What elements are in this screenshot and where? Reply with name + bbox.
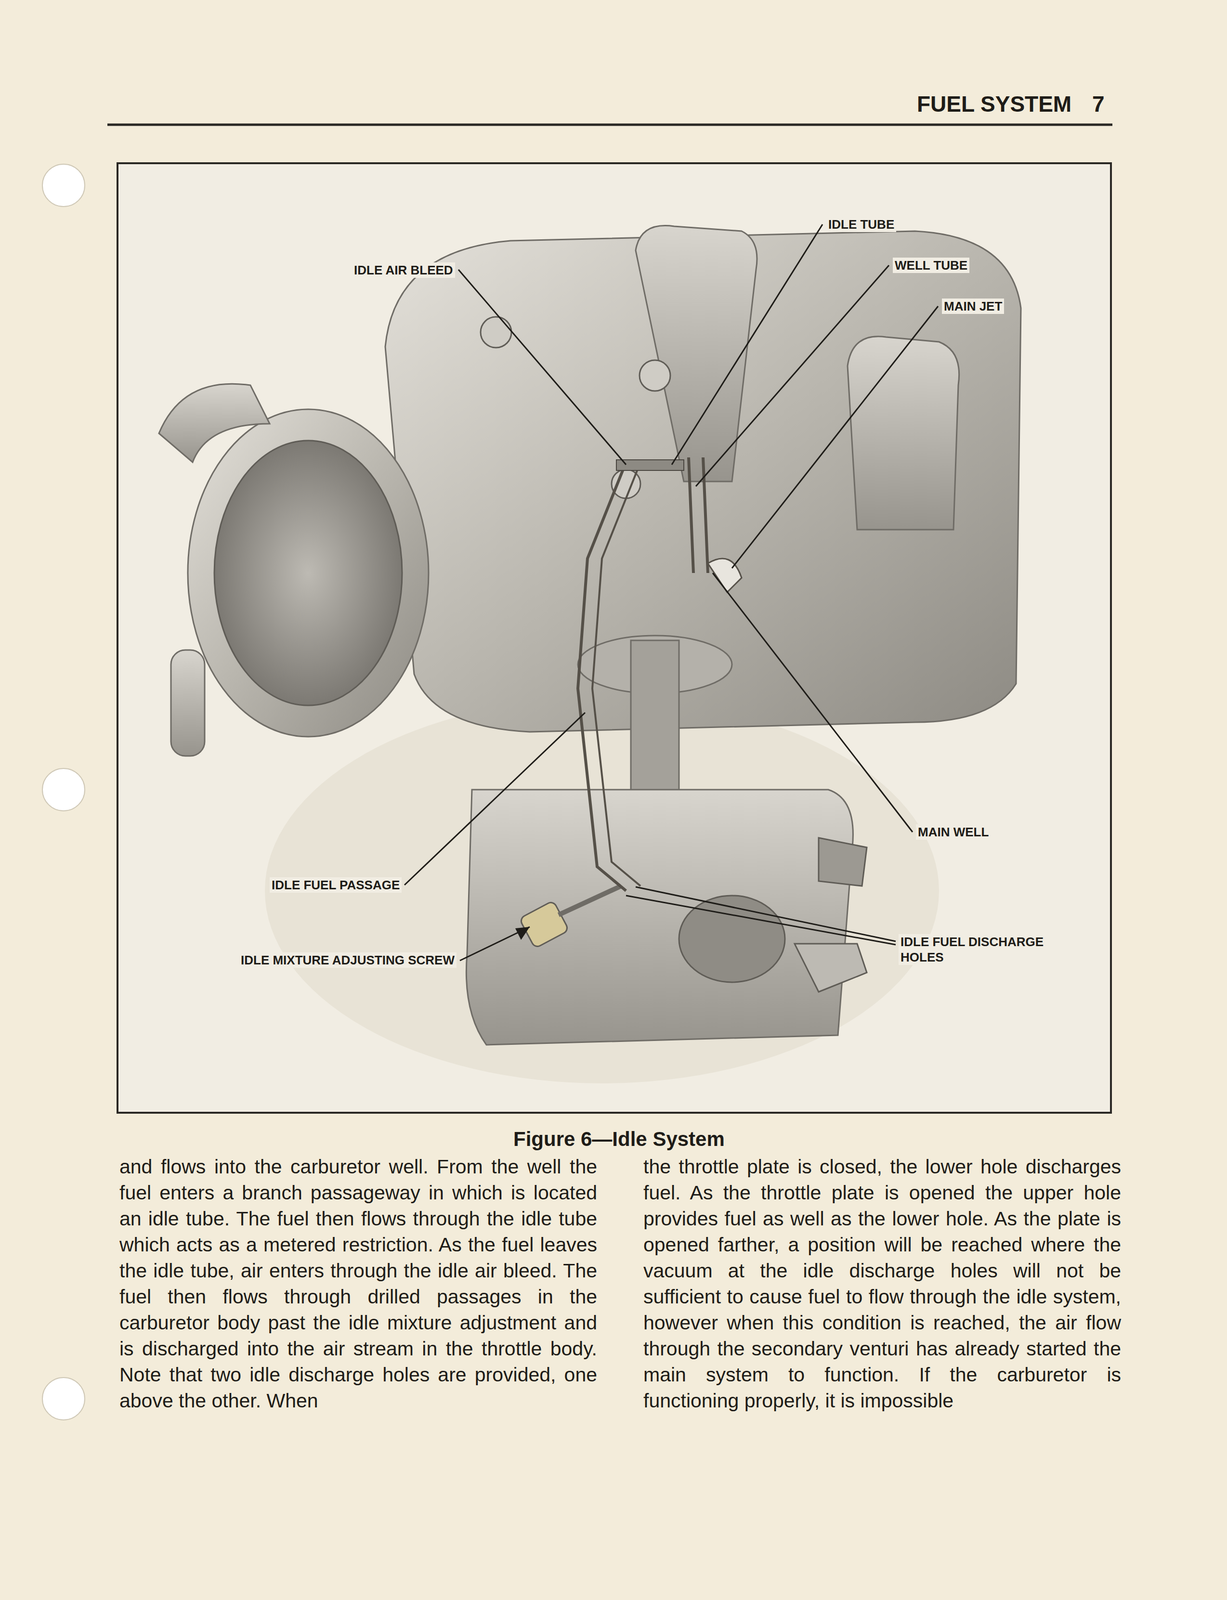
running-header: FUEL SYSTEM	[916, 90, 1072, 118]
screw-shank	[558, 886, 622, 915]
screw	[480, 316, 512, 348]
part-label: MAIN WELL	[915, 824, 991, 840]
part-label: IDLE FUEL DISCHARGE HOLES	[898, 934, 1047, 966]
header-rule	[107, 123, 1113, 127]
part-label: IDLE AIR BLEED	[352, 262, 456, 278]
figure-frame	[117, 163, 1111, 1113]
part-label: WELL TUBE	[892, 257, 970, 274]
arrowhead	[515, 926, 530, 940]
screw	[639, 360, 671, 392]
part-label: IDLE MIXTURE ADJUSTING SCREW	[238, 952, 457, 968]
leader-line	[626, 895, 896, 945]
vent-boss	[847, 336, 960, 530]
cover-boss	[635, 225, 758, 482]
air-horn-bore	[214, 440, 403, 706]
leader-line	[731, 306, 939, 569]
page-number: 7	[1092, 90, 1105, 118]
main-jet	[707, 558, 742, 593]
idle-fuel-passage	[592, 462, 641, 887]
part-label: MAIN JET	[941, 298, 1005, 314]
idle-tube	[688, 457, 694, 574]
leader-line	[459, 926, 530, 961]
choke-housing	[158, 383, 270, 463]
throttle-lever	[818, 837, 867, 887]
bleed-through	[264, 698, 940, 1084]
part-label: IDLE TUBE	[826, 216, 897, 233]
body-paragraph: the throttle plate is closed, the lower …	[643, 1153, 1122, 1414]
body-paragraph: and flows into the carburetor well. From…	[119, 1153, 598, 1414]
leader-line	[712, 573, 913, 833]
binder-hole	[42, 1377, 85, 1421]
idle-fuel-passage	[577, 462, 627, 891]
vent-tube	[170, 650, 205, 757]
binder-hole	[42, 768, 85, 811]
part-label: IDLE FUEL PASSAGE	[269, 877, 402, 893]
throttle-body	[466, 789, 853, 1045]
figure-caption: Figure 6—Idle System	[513, 1127, 725, 1151]
throttle-arm	[794, 943, 867, 993]
leader-line	[458, 269, 627, 465]
air-horn	[187, 409, 429, 737]
binder-hole	[42, 164, 85, 207]
leader-line	[635, 887, 896, 942]
leader-line	[695, 265, 889, 487]
leader-line	[404, 712, 586, 886]
leader-lines	[404, 224, 939, 961]
idle-mixture-screw	[519, 900, 569, 949]
